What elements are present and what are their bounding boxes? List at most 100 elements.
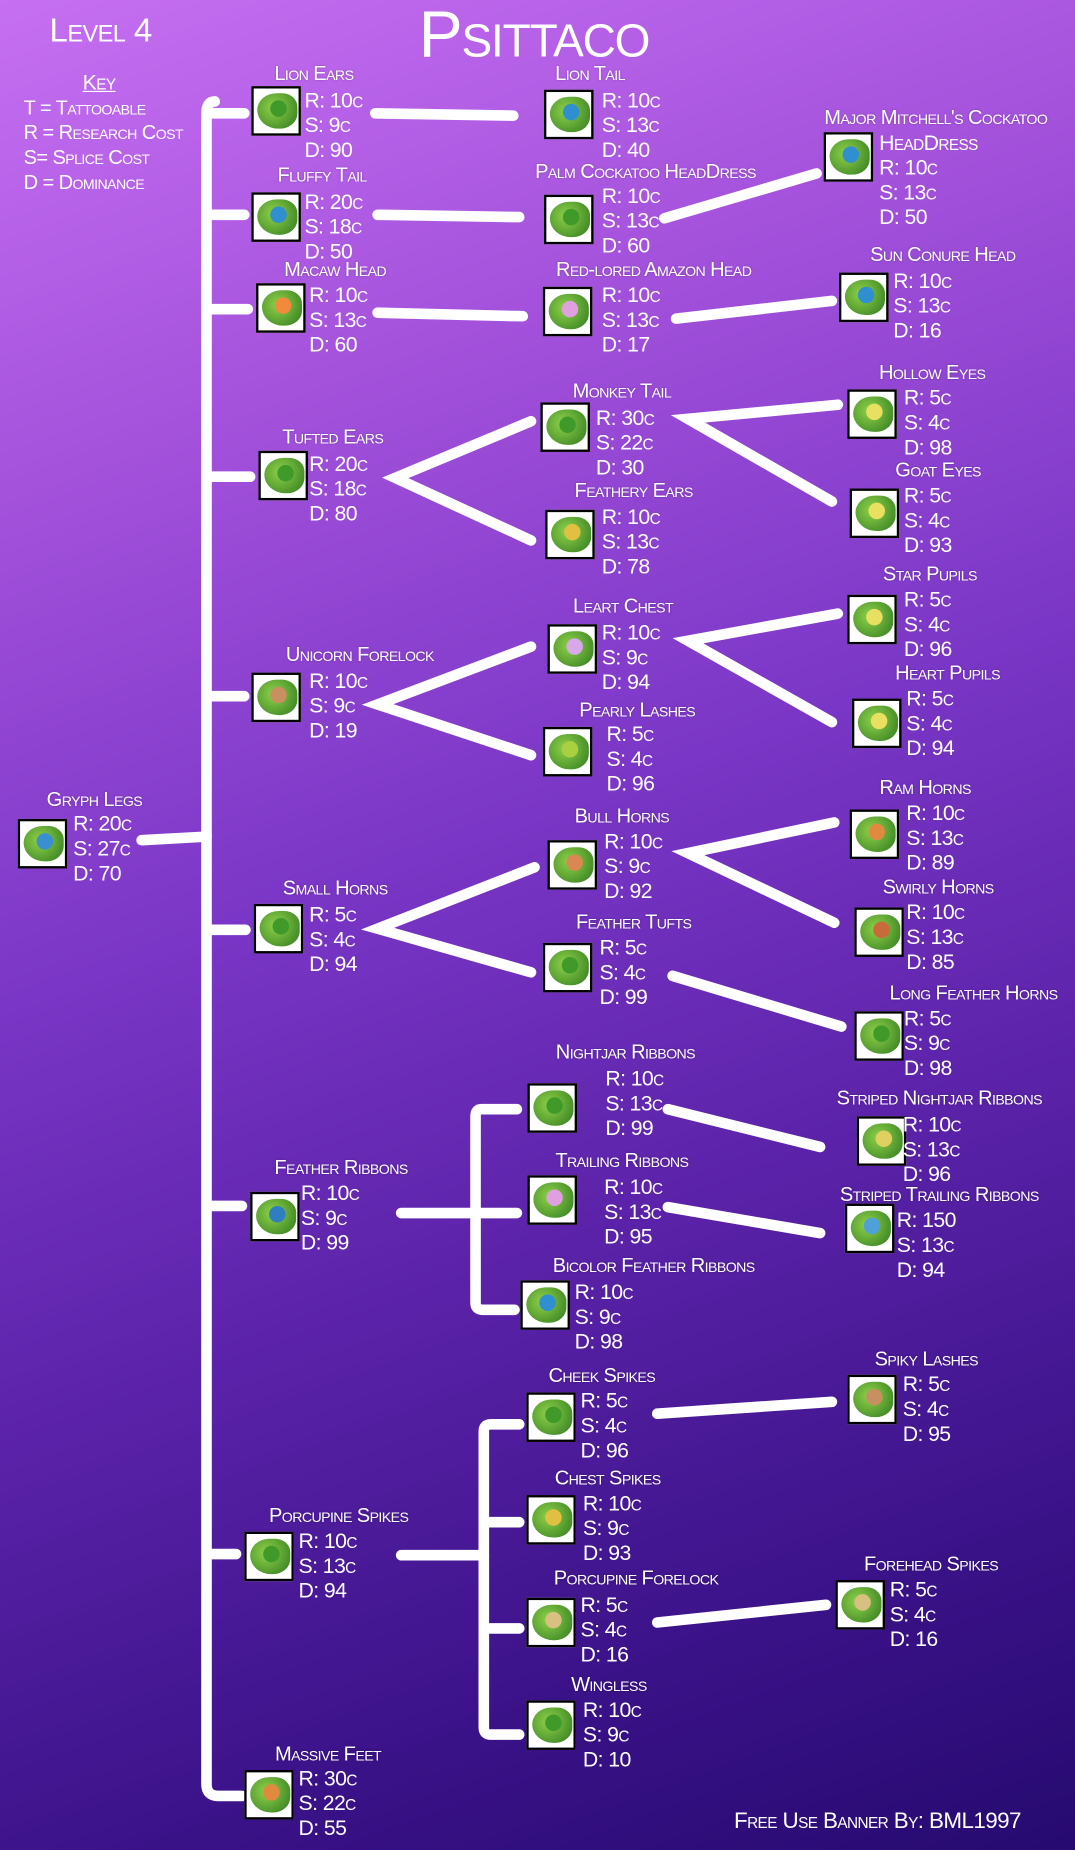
dominance: D: 93: [582, 1541, 631, 1565]
node-title: Monkey Tail: [572, 379, 672, 403]
splice-cost: S: 13c: [601, 208, 660, 233]
research-cost: R: 5c: [903, 1006, 952, 1031]
node-title: Swirly Horns: [882, 875, 995, 898]
fork-line: [382, 415, 537, 546]
dominance: D: 70: [73, 861, 121, 885]
dominance: D: 30: [595, 455, 644, 480]
research-cost: R: 10c: [309, 669, 368, 693]
dominance: D: 60: [601, 233, 650, 258]
dominance: D: 85: [906, 949, 955, 974]
dominance: D: 94: [906, 736, 955, 760]
splice-cost: S: 4c: [903, 508, 951, 533]
dominance: D: 50: [304, 239, 353, 264]
gene-thumbnail-icon: [838, 272, 889, 323]
gene-thumbnail-icon: [540, 402, 590, 452]
node-title: Chest Spikes: [554, 1466, 661, 1490]
research-cost: R: 20c: [304, 189, 363, 214]
gene-thumbnail-icon: [253, 903, 304, 954]
splice-cost: S: 9c: [604, 854, 651, 878]
dominance: D: 94: [298, 1578, 347, 1603]
key-heading: Key: [82, 70, 116, 95]
research-cost: R: 30c: [298, 1766, 358, 1791]
gene-thumbnail-icon: [251, 86, 301, 136]
legend-key: Key T = Tattooable R = Research Cost S= …: [23, 70, 184, 195]
dominance: D: 55: [298, 1816, 347, 1840]
dominance: D: 93: [903, 533, 952, 557]
splice-cost: S: 13c: [298, 1554, 357, 1578]
research-cost: R: 5c: [902, 1372, 951, 1396]
dominance: D: 40: [601, 138, 650, 162]
node-title: Star Pupils: [882, 562, 978, 586]
research-cost: R: 10c: [902, 1112, 962, 1137]
splice-cost: S: 4c: [580, 1617, 628, 1642]
gene-thumbnail-icon: [854, 907, 904, 957]
gene-thumbnail-icon: [835, 1580, 885, 1630]
dominance: D: 10: [582, 1747, 631, 1772]
splice-cost: S: 13c: [906, 925, 964, 949]
dominance: D: 90: [304, 138, 353, 162]
dominance: D: 19: [309, 718, 357, 743]
dominance: D: 96: [903, 637, 952, 661]
node-title: Bicolor Feather Ribbons: [552, 1254, 755, 1277]
gene-thumbnail-icon: [527, 1175, 578, 1225]
splice-cost: S: 13c: [604, 1200, 662, 1224]
node-title: Heart Pupils: [895, 661, 1000, 685]
node-title: Porcupine Forelock: [553, 1567, 719, 1590]
splice-cost: S: 13c: [879, 180, 937, 205]
dominance: D: 99: [300, 1230, 349, 1255]
dominance: D: 94: [309, 952, 357, 976]
gene-thumbnail-icon: [542, 726, 593, 777]
branch-line: [651, 1599, 832, 1628]
key-line: D = Dominance: [23, 171, 145, 194]
gene-thumbnail-icon: [849, 809, 900, 860]
splice-cost: S: 13c: [309, 307, 367, 332]
fork-line: [360, 861, 540, 978]
dominance: D: 80: [309, 501, 357, 526]
fork-line: [672, 608, 844, 728]
node-title: Goat Eyes: [895, 459, 981, 482]
dominance: D: 95: [902, 1421, 951, 1446]
dominance: D: 50: [879, 205, 927, 229]
branch-line: [667, 970, 847, 1032]
research-cost: R: 10c: [605, 1066, 664, 1091]
research-cost: R: 5c: [580, 1388, 629, 1413]
research-cost: R: 10c: [601, 505, 661, 529]
research-cost: R: 5c: [606, 722, 655, 746]
splice-cost: S: 13c: [906, 825, 964, 850]
gene-thumbnail-icon: [17, 818, 68, 869]
node-title: Hollow Eyes: [878, 361, 986, 384]
dominance: D: 99: [605, 1116, 654, 1140]
research-cost: R: 10c: [893, 269, 952, 293]
splice-cost: S: 13c: [902, 1137, 961, 1162]
branch-line: [369, 107, 519, 121]
gene-thumbnail-icon: [849, 488, 900, 539]
research-cost: R: 5c: [903, 483, 952, 508]
gene-thumbnail-icon: [251, 192, 301, 242]
gene-thumbnail-icon: [856, 1116, 907, 1166]
node-title: Small Horns: [282, 876, 388, 900]
branch-line: [372, 209, 525, 223]
node-title: Feather Tufts: [575, 910, 692, 934]
research-cost: R: 10c: [601, 620, 661, 645]
splice-cost: S: 4c: [906, 711, 953, 736]
dominance: D: 16: [893, 318, 942, 343]
splice-cost: S: 13c: [893, 293, 951, 318]
node-title: Pearly Lashes: [579, 698, 696, 721]
splice-cost: S: 9c: [574, 1305, 622, 1329]
research-cost: R: 10c: [604, 829, 663, 854]
research-cost: R: 5c: [580, 1592, 629, 1617]
splice-cost: S: 22c: [595, 430, 654, 455]
